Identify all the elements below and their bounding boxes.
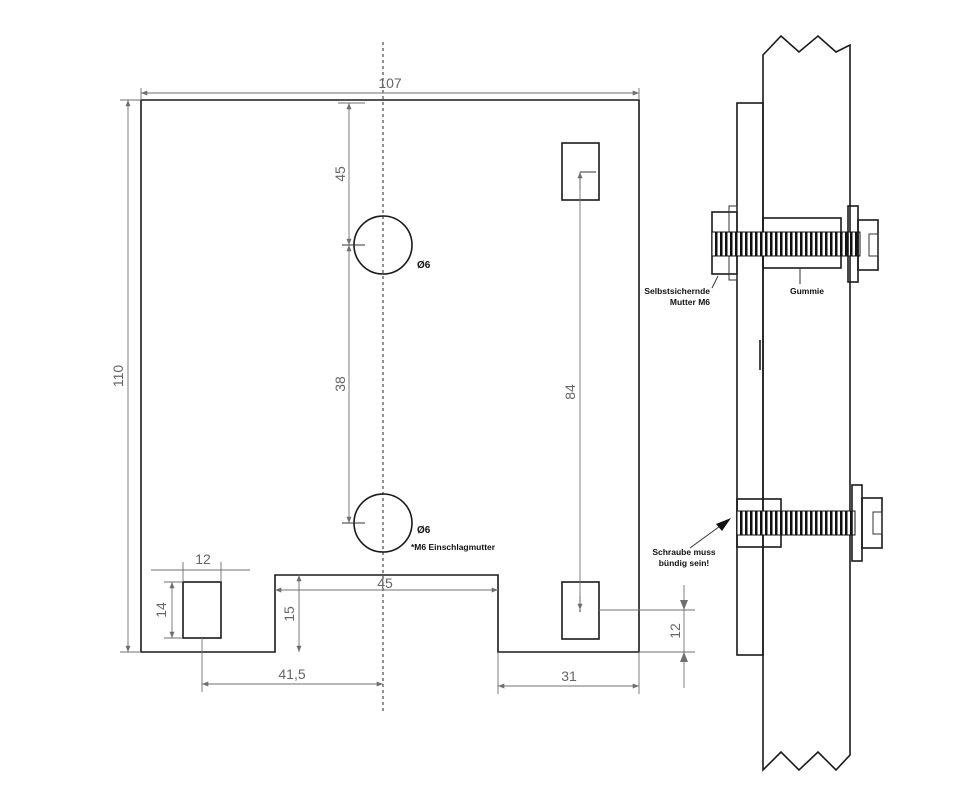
dim-12b-arrow-top (680, 600, 688, 610)
upper-bolt-head (857, 219, 879, 271)
dim-bottom-offset: 12 (667, 623, 683, 639)
lower-bolt-head (861, 497, 883, 549)
dim-top-to-hole: 45 (332, 166, 348, 182)
lower-hole-note: *M6 Einschlagmutter (411, 542, 496, 552)
plate-outline (140, 99, 640, 653)
dim-notch-depth: 15 (281, 606, 297, 622)
dim-height-total: 110 (110, 365, 126, 388)
side-view: Selbstsichernde Mutter M6 Gummie Schraub… (644, 34, 883, 772)
nut-label-line1: Selbstsichernde (644, 286, 710, 296)
upper-bolt-head-slot (868, 233, 879, 257)
dim-notch-width: 45 (377, 575, 393, 591)
nut-label-line2: Mutter M6 (670, 297, 710, 307)
rubber-label: Gummie (790, 286, 824, 296)
lower-bolt-head-slot (872, 511, 883, 535)
upper-hole-label: Ø6 (417, 260, 431, 271)
dim-slot-spacing: 84 (562, 384, 578, 400)
dim-small-slot-width: 12 (195, 551, 211, 567)
screw-label-line1: Schraube muss (652, 547, 716, 557)
nut-leader (711, 275, 719, 289)
dim-center-to-left-slot: 41,5 (278, 666, 305, 682)
lower-bolt-thread (736, 510, 856, 536)
front-view: 107 110 45 38 84 45 15 12 14 (110, 42, 695, 712)
dim-12b-arrow-bottom (680, 652, 688, 662)
small-left-slot (182, 581, 222, 639)
dim-right-notch-to-edge: 31 (561, 668, 577, 684)
screw-label-line2: bündig sein! (659, 558, 710, 568)
dim-hole-to-hole: 38 (332, 376, 348, 392)
mounting-plate (736, 102, 764, 656)
lower-hole-label: Ø6 (417, 525, 431, 536)
board (762, 34, 851, 772)
dim-small-slot-height: 14 (153, 602, 169, 618)
dim-width-total: 107 (378, 75, 402, 91)
screw-arrow-head (716, 518, 731, 531)
upper-bolt-thread (711, 231, 861, 257)
